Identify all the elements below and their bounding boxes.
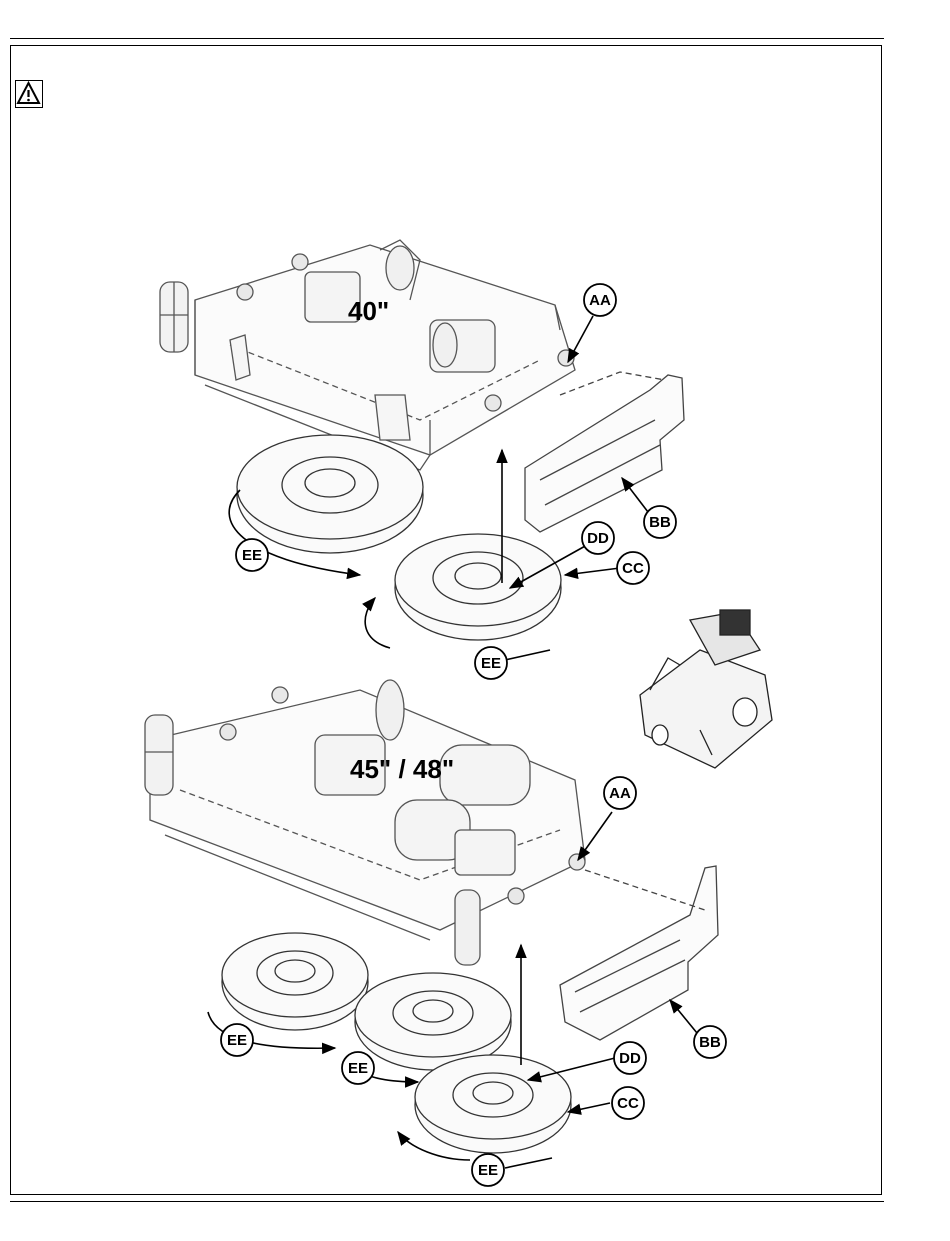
callout-label: CC: [622, 560, 644, 577]
callout-label: EE: [242, 547, 262, 564]
callout-cc-bottom: CC: [612, 1087, 644, 1119]
brush-top-left: [237, 435, 423, 553]
callout-ee-top-right: EE: [475, 647, 507, 679]
callout-label: AA: [589, 292, 611, 309]
deck-45-48-assembly: [145, 680, 585, 965]
size-label-45-48: 45" / 48": [350, 754, 454, 784]
callout-bb-bottom: BB: [694, 1026, 726, 1058]
callout-label: CC: [617, 1095, 639, 1112]
side-skirt-bottom: [560, 866, 718, 1040]
callout-label: BB: [699, 1034, 721, 1051]
scrubber-machine-thumbnail: [640, 610, 772, 768]
callout-ee-bottom-left: EE: [221, 1024, 253, 1056]
callout-label: EE: [481, 655, 501, 672]
callout-label: AA: [609, 785, 631, 802]
callout-ee-top-left: EE: [236, 539, 268, 571]
callout-aa-bottom: AA: [604, 777, 636, 809]
brush-bottom-right: [415, 1055, 571, 1153]
brush-top-right: [395, 534, 561, 640]
callout-label: EE: [348, 1060, 368, 1077]
callout-label: DD: [619, 1050, 641, 1067]
callout-ee-bottom-right: EE: [472, 1154, 504, 1186]
callout-aa-top: AA: [584, 284, 616, 316]
size-label-40: 40": [348, 296, 389, 326]
brush-bottom-left: [222, 933, 368, 1030]
callout-ee-bottom-middle: EE: [342, 1052, 374, 1084]
callout-label: EE: [227, 1032, 247, 1049]
callout-dd-top: DD: [582, 522, 614, 554]
callout-label: DD: [587, 530, 609, 547]
callout-bb-top: BB: [644, 506, 676, 538]
deck-40-assembly: [160, 240, 575, 470]
callout-label: EE: [478, 1162, 498, 1179]
callout-label: BB: [649, 514, 671, 531]
callout-dd-bottom: DD: [614, 1042, 646, 1074]
callout-cc-top: CC: [617, 552, 649, 584]
